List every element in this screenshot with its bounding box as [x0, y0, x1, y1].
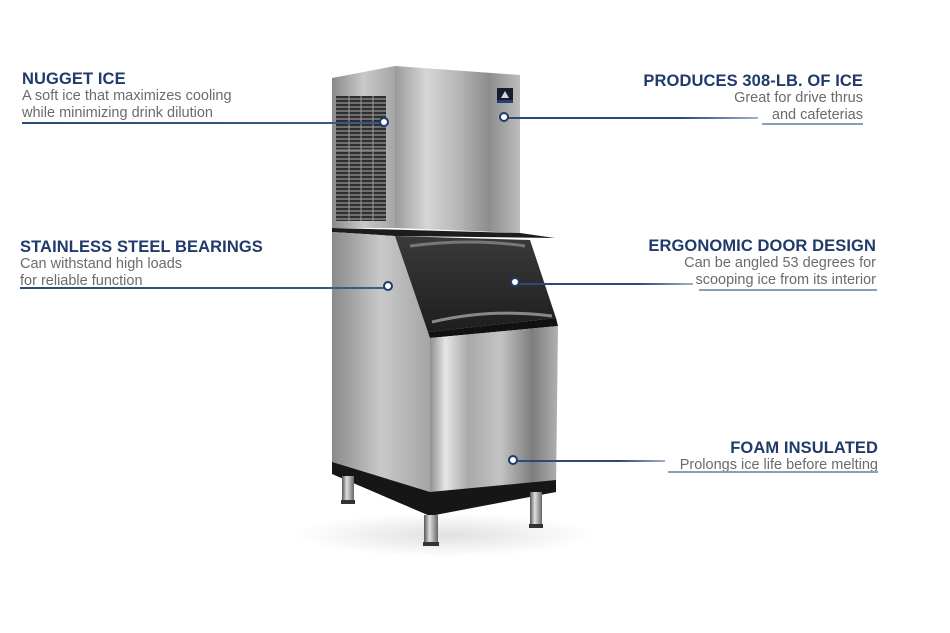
callout-title: ERGONOMIC DOOR DESIGN: [648, 237, 876, 255]
hotspot-door[interactable]: [510, 277, 520, 287]
callout-produces: PRODUCES 308-LB. OF ICE Great for drive …: [643, 72, 863, 124]
hotspot-bearings[interactable]: [383, 281, 393, 291]
callout-nugget-ice: NUGGET ICE A soft ice that maximizes coo…: [22, 70, 232, 122]
callout-title: PRODUCES 308-LB. OF ICE: [643, 72, 863, 90]
callout-desc-line-1: Can withstand high loads: [20, 256, 183, 272]
callout-desc-line-2: scooping ice from its interior: [695, 272, 876, 288]
brand-logo-icon: [497, 88, 513, 103]
callout-title: FOAM INSULATED: [730, 439, 878, 457]
callout-desc-line-2: for reliable function: [20, 273, 143, 289]
underline-door: [699, 289, 877, 291]
callout-desc-line-1: Prolongs ice life before melting: [679, 457, 878, 473]
connector-line-produces: [504, 117, 758, 119]
callout-foam: FOAM INSULATED Prolongs ice life before …: [680, 439, 878, 474]
hotspot-nugget-ice[interactable]: [379, 117, 389, 127]
callout-title: STAINLESS STEEL BEARINGS: [20, 238, 263, 256]
underline-foam: [668, 471, 878, 473]
connector-line-door: [515, 283, 693, 285]
callout-desc-line-1: A soft ice that maximizes cooling: [22, 88, 232, 104]
underline-produces: [762, 123, 863, 125]
callout-desc-line-1: Great for drive thrus: [734, 90, 863, 106]
connector-line-bearings: [20, 287, 388, 289]
callout-desc-line-1: Can be angled 53 degrees for: [684, 255, 876, 271]
callout-title: NUGGET ICE: [22, 70, 126, 88]
connector-line-foam: [513, 460, 665, 462]
callout-desc-line-2: while minimizing drink dilution: [22, 105, 213, 121]
connector-line-nugget-ice: [22, 122, 384, 124]
callout-desc-line-2: and cafeterias: [771, 107, 863, 123]
hotspot-produces[interactable]: [499, 112, 509, 122]
hotspot-foam[interactable]: [508, 455, 518, 465]
callout-door: ERGONOMIC DOOR DESIGN Can be angled 53 d…: [648, 237, 876, 289]
callout-bearings: STAINLESS STEEL BEARINGS Can withstand h…: [20, 238, 263, 290]
